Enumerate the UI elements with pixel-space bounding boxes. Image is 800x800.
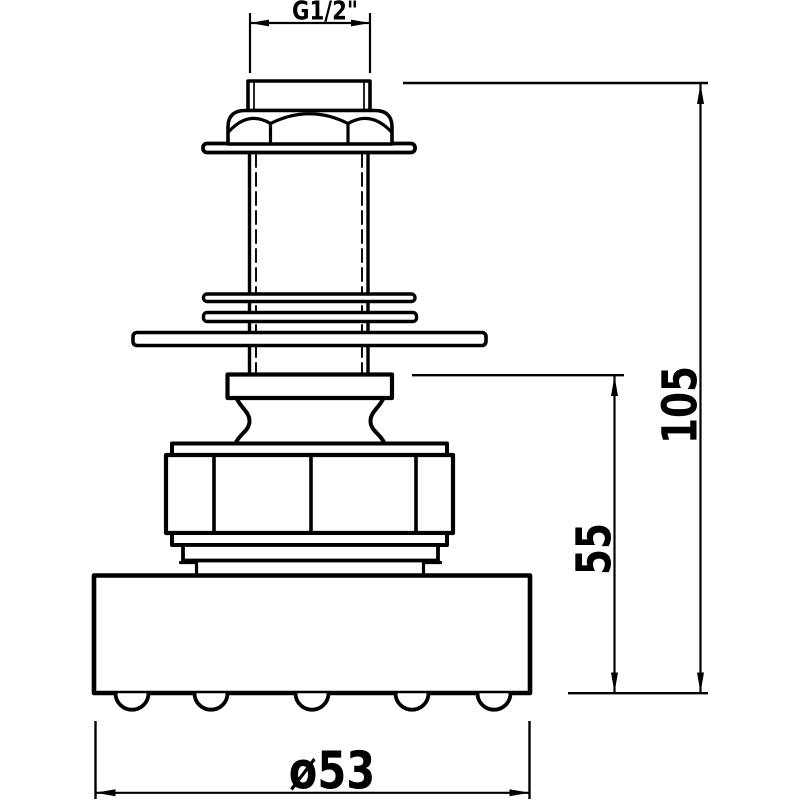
hex-nut-chamfer-arc-left xyxy=(226,116,273,134)
wall-cover-plate xyxy=(131,330,488,348)
nozzle-2 xyxy=(192,691,230,712)
arrowhead-up xyxy=(697,84,704,104)
thread-size-label: G1/2" xyxy=(292,0,358,26)
hex-nut-top xyxy=(226,108,394,146)
hex-nut-chamfer-arc-center xyxy=(268,112,350,126)
mounting-jog-right xyxy=(421,560,443,578)
hex-nut-chamfer-arc-right xyxy=(346,116,394,134)
dimension-lower-body-height: 55 xyxy=(412,374,624,693)
arrowhead-left xyxy=(95,789,116,797)
body-neck-right xyxy=(368,396,387,446)
arrowhead-down xyxy=(697,672,704,693)
dimension-thread-size: G1/2" xyxy=(248,0,372,73)
arrowhead-down xyxy=(611,672,618,693)
dimension-total-height: 105 xyxy=(403,81,709,695)
nozzle-4 xyxy=(393,691,431,712)
washer-lower xyxy=(201,310,419,324)
dimension-base-diameter: ø53 xyxy=(94,721,531,800)
arrowhead-right xyxy=(351,19,370,27)
nozzle-5 xyxy=(475,691,513,712)
total-height-label: 105 xyxy=(653,366,709,444)
lower-body-height-label: 55 xyxy=(567,523,623,575)
mounting-step xyxy=(181,543,440,563)
body-top-plate xyxy=(225,372,395,401)
thread-cylinder xyxy=(246,79,372,113)
body-neck-left xyxy=(233,396,252,446)
nozzle-1 xyxy=(113,691,151,712)
arrowhead-up xyxy=(611,376,618,396)
base-diameter-label: ø53 xyxy=(289,741,375,800)
washer-upper xyxy=(201,292,417,304)
mounting-jog-left xyxy=(178,560,199,578)
arrowhead-right xyxy=(509,789,530,797)
fixture-view xyxy=(91,79,533,712)
arrowhead-left xyxy=(250,19,269,27)
nozzle-3 xyxy=(293,691,331,712)
base-housing xyxy=(91,573,533,696)
